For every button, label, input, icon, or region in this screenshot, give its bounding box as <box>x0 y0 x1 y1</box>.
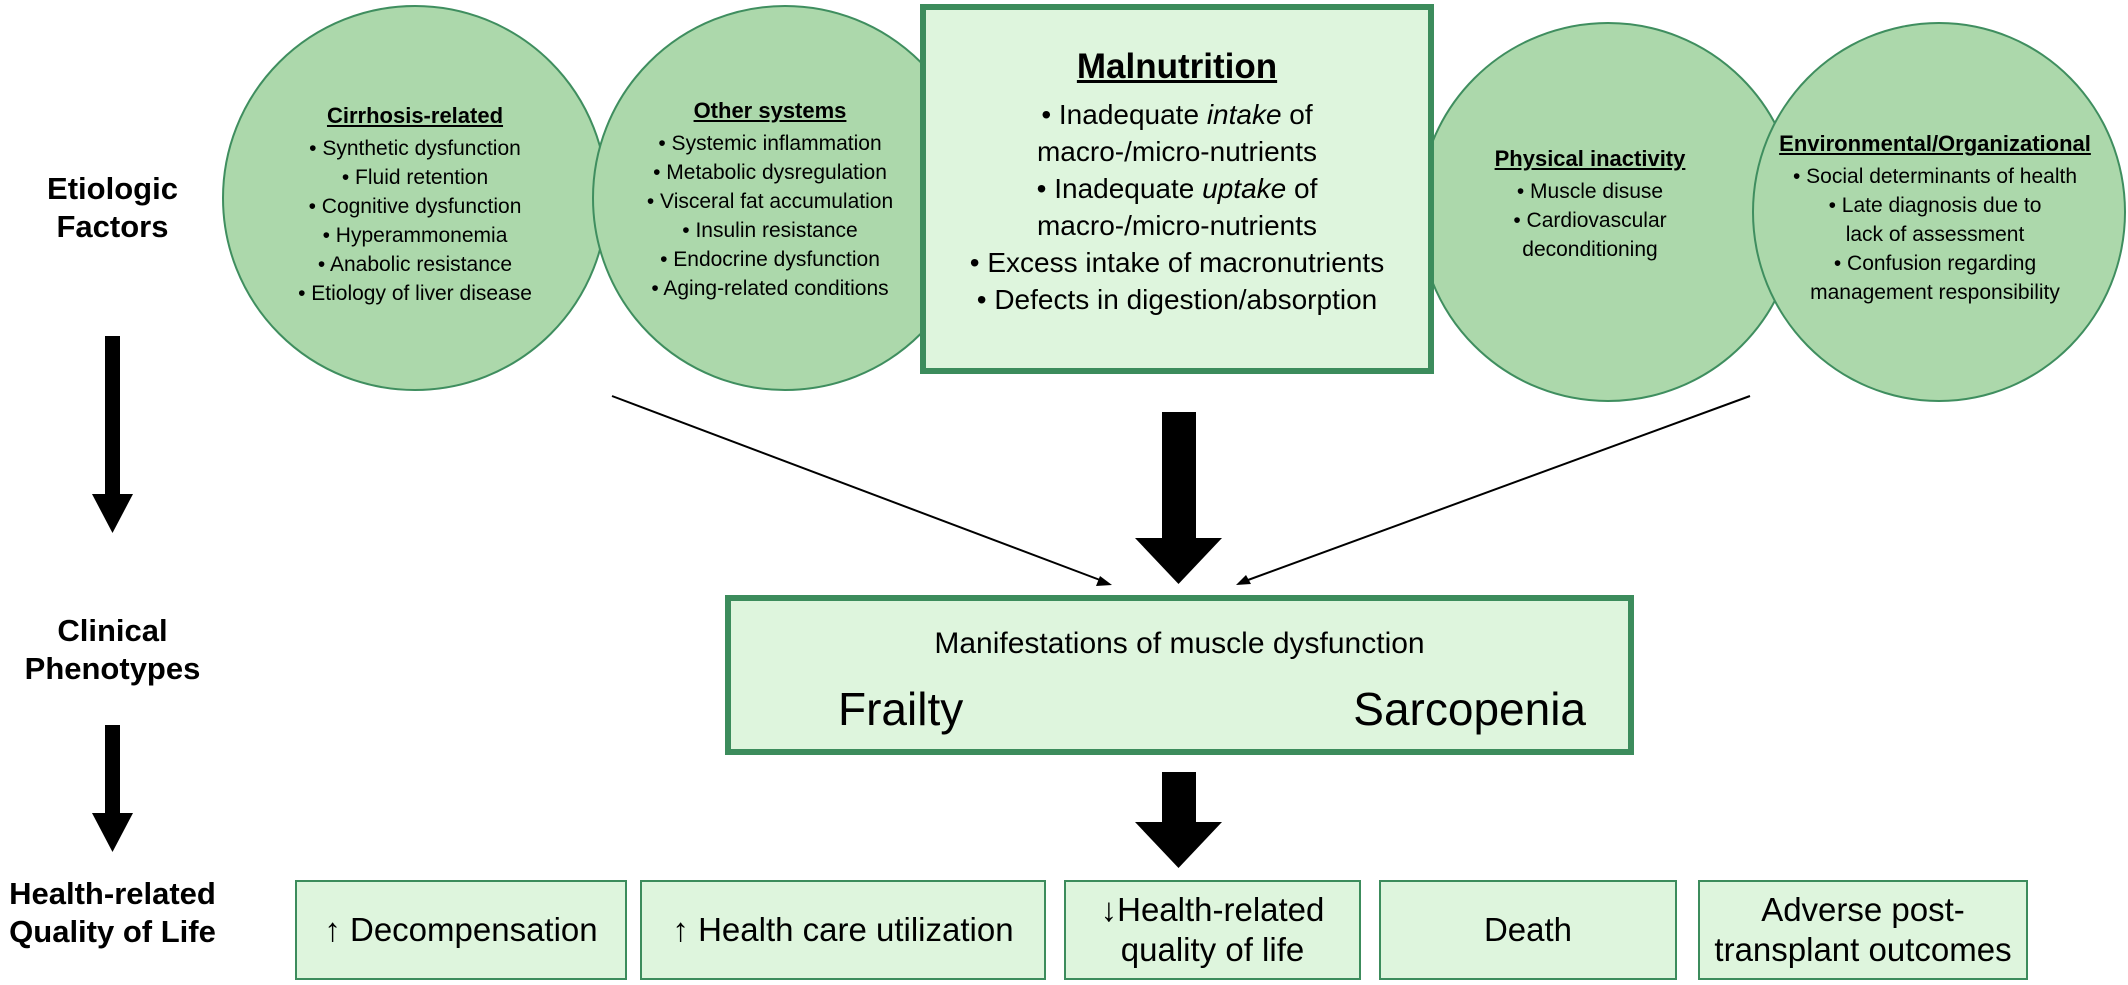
phenotype-box: Manifestations of muscle dysfunction Fra… <box>725 595 1634 755</box>
circle-cirrhosis <box>222 5 608 391</box>
malnutrition-item-continuation: macro-/micro-nutrients <box>1036 136 1318 167</box>
malnutrition-text: of <box>1281 99 1313 130</box>
cluster-other-item: • Visceral fat accumulation <box>646 190 894 213</box>
cluster-environmental-heading: Environmental/Organizational <box>1779 131 2091 156</box>
row-label-clinical-line1: Clinical <box>57 613 168 648</box>
circle-other-systems <box>592 5 978 391</box>
cluster-other-item: • Endocrine dysfunction <box>660 248 880 271</box>
malnutrition-text: of <box>1286 173 1318 204</box>
row-label-health-line1: Health-related <box>9 876 216 911</box>
malnutrition-item-excess: • Excess intake of macronutrients <box>969 247 1385 278</box>
malnutrition-title: Malnutrition <box>1076 47 1278 86</box>
cluster-environmental-item: • Social determinants of health <box>1792 165 2077 188</box>
cluster-cirrhosis-heading: Cirrhosis-related <box>326 103 504 128</box>
cluster-environmental: Environmental/Organizational • Social de… <box>1755 129 2115 307</box>
outcome-label: ↓Health-related quality of life <box>1101 890 1325 970</box>
circle-environmental <box>1752 22 2126 402</box>
cluster-physical-inactivity: Physical inactivity • Muscle disuse • Ca… <box>1450 144 1730 264</box>
arrow-diagonal-left <box>611 395 1112 586</box>
malnutrition-box: Malnutrition • Inadequate intake of macr… <box>920 4 1434 374</box>
cluster-other-heading: Other systems <box>693 98 847 123</box>
malnutrition-item-defects: • Defects in digestion/absorption <box>976 284 1378 315</box>
outcome-label-line: ↓Health-related <box>1100 891 1325 928</box>
outcome-label-line: transplant outcomes <box>1714 931 2012 968</box>
cluster-physical-item: • Muscle disuse <box>1516 180 1664 203</box>
outcome-adverse-post-transplant: Adverse post- transplant outcomes <box>1698 880 2028 980</box>
cluster-cirrhosis-item: • Etiology of liver disease <box>298 282 532 305</box>
arrow-down-malnutrition-to-phenotype <box>1135 412 1222 584</box>
cluster-cirrhosis: Cirrhosis-related • Synthetic dysfunctio… <box>262 101 568 308</box>
circle-physical-inactivity <box>1418 22 1798 402</box>
cluster-environmental-item: management responsibility <box>1810 281 2060 304</box>
outcome-decompensation: ↑ Decompensation <box>295 880 627 980</box>
outcome-label: Adverse post- transplant outcomes <box>1714 890 2011 970</box>
cluster-environmental-item: lack of assessment <box>1845 223 2025 246</box>
malnutrition-item-uptake: • Inadequate uptake of <box>926 170 1428 207</box>
row-label-etiologic: Etiologic Factors <box>0 170 225 246</box>
cluster-cirrhosis-item: • Cognitive dysfunction <box>308 195 522 218</box>
outcome-health-care-utilization: ↑ Health care utilization <box>640 880 1046 980</box>
cluster-physical-item: • Cardiovascular <box>1513 209 1667 232</box>
arrow-down-etiologic-to-clinical <box>92 336 133 533</box>
outcome-label-line: Adverse post- <box>1761 891 1965 928</box>
arrow-down-clinical-to-health <box>92 725 133 852</box>
cluster-other-item: • Systemic inflammation <box>658 132 882 155</box>
malnutrition-emphasis: intake <box>1206 99 1282 130</box>
cluster-other-item: • Insulin resistance <box>682 219 858 242</box>
row-label-clinical-line2: Phenotypes <box>24 651 201 686</box>
outcome-label-line: quality of life <box>1120 931 1305 968</box>
row-label-clinical: Clinical Phenotypes <box>0 612 225 688</box>
malnutrition-emphasis: uptake <box>1202 173 1287 204</box>
cluster-environmental-item: • Confusion regarding <box>1833 252 2037 275</box>
malnutrition-text: • Inadequate <box>1036 173 1203 204</box>
outcome-quality-of-life: ↓Health-related quality of life <box>1064 880 1361 980</box>
cluster-cirrhosis-item: • Anabolic resistance <box>317 253 513 276</box>
outcome-death: Death <box>1379 880 1677 980</box>
arrow-diagonal-right <box>1236 395 1751 585</box>
cluster-other-systems: Other systems • Systemic inflammation • … <box>620 96 920 303</box>
cluster-cirrhosis-item: • Hyperammonemia <box>322 224 508 247</box>
outcome-label: ↑ Decompensation <box>324 911 598 948</box>
malnutrition-item-intake: • Inadequate intake of <box>926 96 1428 133</box>
arrow-down-phenotype-to-outcomes <box>1135 772 1222 868</box>
phenotype-subtitle: Manifestations of muscle dysfunction <box>934 627 1425 660</box>
phenotype-sarcopenia: Sarcopenia <box>1353 683 1586 735</box>
malnutrition-item-continuation: macro-/micro-nutrients <box>1036 210 1318 241</box>
cluster-cirrhosis-item: • Fluid retention <box>341 166 489 189</box>
phenotype-frailty: Frailty <box>838 683 964 735</box>
cluster-other-item: • Aging-related conditions <box>651 277 889 300</box>
cluster-physical-heading: Physical inactivity <box>1494 146 1686 171</box>
cluster-environmental-item: • Late diagnosis due to <box>1828 194 2042 217</box>
row-label-etiologic-line1: Etiologic <box>47 171 178 206</box>
cluster-cirrhosis-item: • Synthetic dysfunction <box>309 137 521 160</box>
row-label-health-line2: Quality of Life <box>9 914 216 949</box>
row-label-etiologic-line2: Factors <box>56 209 169 244</box>
malnutrition-text: • Inadequate <box>1041 99 1207 130</box>
cluster-other-item: • Metabolic dysregulation <box>653 161 887 184</box>
cluster-physical-item: deconditioning <box>1522 238 1658 261</box>
outcome-label: ↑ Health care utilization <box>672 911 1014 948</box>
row-label-health: Health-related Quality of Life <box>0 875 225 951</box>
outcome-label: Death <box>1483 911 1573 948</box>
